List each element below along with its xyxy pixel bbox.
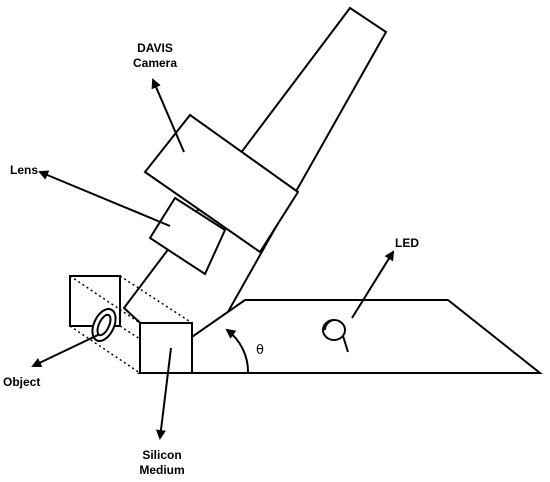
- silicon-pointer-arrow: [156, 347, 172, 440]
- object-pointer-arrow: [31, 334, 99, 368]
- lens-label: Lens: [10, 163, 38, 177]
- lens-body: [148, 196, 227, 276]
- angle-arc: [225, 328, 250, 374]
- object-ring: [91, 308, 117, 342]
- led-emitter: [322, 319, 349, 353]
- silicon-label-line2: Medium: [139, 463, 184, 477]
- silicon-label-line1: Silicon: [142, 448, 181, 462]
- davis-label-line1: DAVIS: [137, 41, 173, 55]
- object-label: Object: [3, 375, 40, 389]
- led-label: LED: [395, 236, 419, 250]
- davis-pointer-arrow: [151, 78, 185, 153]
- angle-theta-label: θ: [256, 343, 264, 358]
- led-pointer-arrow: [351, 250, 395, 319]
- lens-pointer-arrow: [38, 170, 171, 227]
- davis-label-line2: Camera: [133, 56, 177, 70]
- silicon-medium-block: [139, 322, 193, 374]
